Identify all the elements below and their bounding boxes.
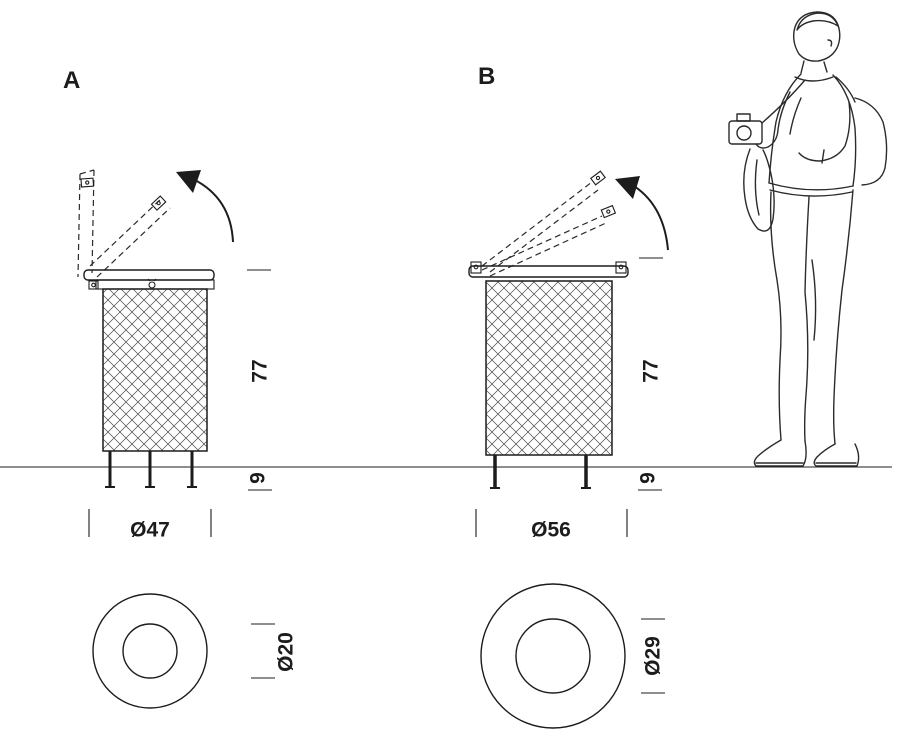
bin-b-legs	[490, 455, 591, 489]
dim-leg-a-value: 9	[247, 472, 270, 484]
dimension-diameter-b: Ø56	[475, 509, 628, 542]
variant-a-label: A	[63, 67, 80, 94]
person-scale-figure	[728, 11, 888, 467]
dimension-height-a: 77	[247, 269, 272, 383]
bag-sketch	[743, 148, 775, 232]
bin-a-swing-arrow	[176, 170, 234, 243]
dimension-opening-a: Ø20	[251, 623, 298, 679]
camera-icon	[728, 79, 806, 145]
dim-diameter-b-value: Ø56	[531, 519, 571, 542]
dim-opening-b-value: Ø29	[642, 636, 665, 676]
bin-b-top-view	[480, 583, 626, 729]
variant-b-label: B	[478, 63, 495, 90]
bin-b-open-lid-dashed	[481, 170, 617, 277]
bin-b-mesh-body	[485, 280, 613, 456]
dim-height-b-value: 77	[640, 359, 663, 382]
dimension-diameter-a: Ø47	[88, 509, 212, 542]
dimension-leg-a: 9	[247, 472, 272, 491]
bin-b-front-view: 77 9 Ø56 Ø29	[468, 170, 669, 729]
bin-b-lid	[468, 261, 629, 278]
backpack-sketch	[835, 76, 888, 186]
dimension-leg-b: 9	[637, 472, 662, 491]
dimension-opening-b: Ø29	[641, 618, 665, 694]
lock-icon	[148, 281, 156, 289]
dimension-height-b: 77	[639, 257, 663, 383]
bin-a-lid	[83, 269, 215, 290]
bin-a-top-view	[92, 593, 208, 709]
bin-a-open-lid-dashed	[77, 169, 171, 278]
bin-b-swing-arrow	[615, 176, 669, 251]
dim-height-a-value: 77	[249, 359, 272, 382]
bin-a-mesh-body	[102, 288, 208, 452]
dim-leg-b-value: 9	[637, 472, 660, 484]
bin-a-legs	[105, 451, 197, 488]
dim-diameter-a-value: Ø47	[130, 519, 170, 542]
dim-opening-a-value: Ø20	[275, 632, 298, 672]
bin-a-front-view: 77 9 Ø47 Ø20	[77, 169, 298, 709]
